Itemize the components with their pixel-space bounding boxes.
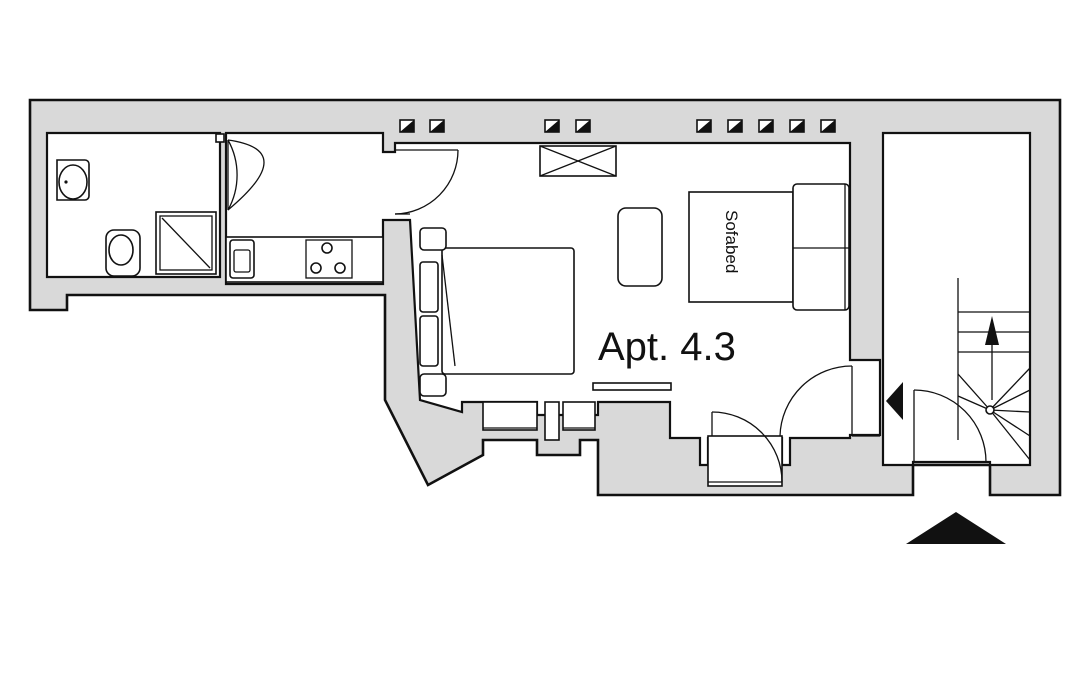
top-windows (399, 119, 836, 133)
stairs (957, 278, 1031, 461)
sofabed-icon (688, 183, 850, 311)
stove-icon (305, 239, 353, 279)
window-vent-icon (696, 119, 836, 133)
shower-icon (155, 211, 217, 275)
entrance-arrow-icon (906, 512, 1006, 544)
window-vent-icon (544, 119, 591, 133)
window-bottom-left (482, 401, 560, 441)
sink-icon (56, 159, 90, 201)
staircase (881, 131, 1032, 467)
skylight-icon (539, 145, 617, 177)
window-vent-icon (399, 119, 445, 133)
coffee-table (617, 207, 663, 287)
bed-icon (419, 227, 575, 397)
balcony-door (707, 411, 783, 487)
bathroom-fixtures (56, 133, 265, 277)
stair-door (913, 389, 990, 463)
stair-up-arrow-icon (985, 316, 999, 400)
main-room-furniture: Sofabed Apt. 4.3 (419, 145, 850, 397)
kitchen-sink-icon (229, 239, 255, 279)
bottom-openings (482, 401, 783, 487)
toilet-icon (105, 229, 141, 277)
bathroom-door (215, 133, 265, 211)
window-bottom-mid (562, 401, 596, 431)
radiator (592, 382, 672, 391)
sofabed-label: Sofabed (722, 210, 741, 273)
apartment-label: Apt. 4.3 (598, 325, 736, 369)
kitchen-counter (225, 236, 384, 283)
apartment-entry-door (779, 365, 880, 437)
hall-door (394, 149, 459, 215)
door-arrow-icon (886, 382, 903, 420)
